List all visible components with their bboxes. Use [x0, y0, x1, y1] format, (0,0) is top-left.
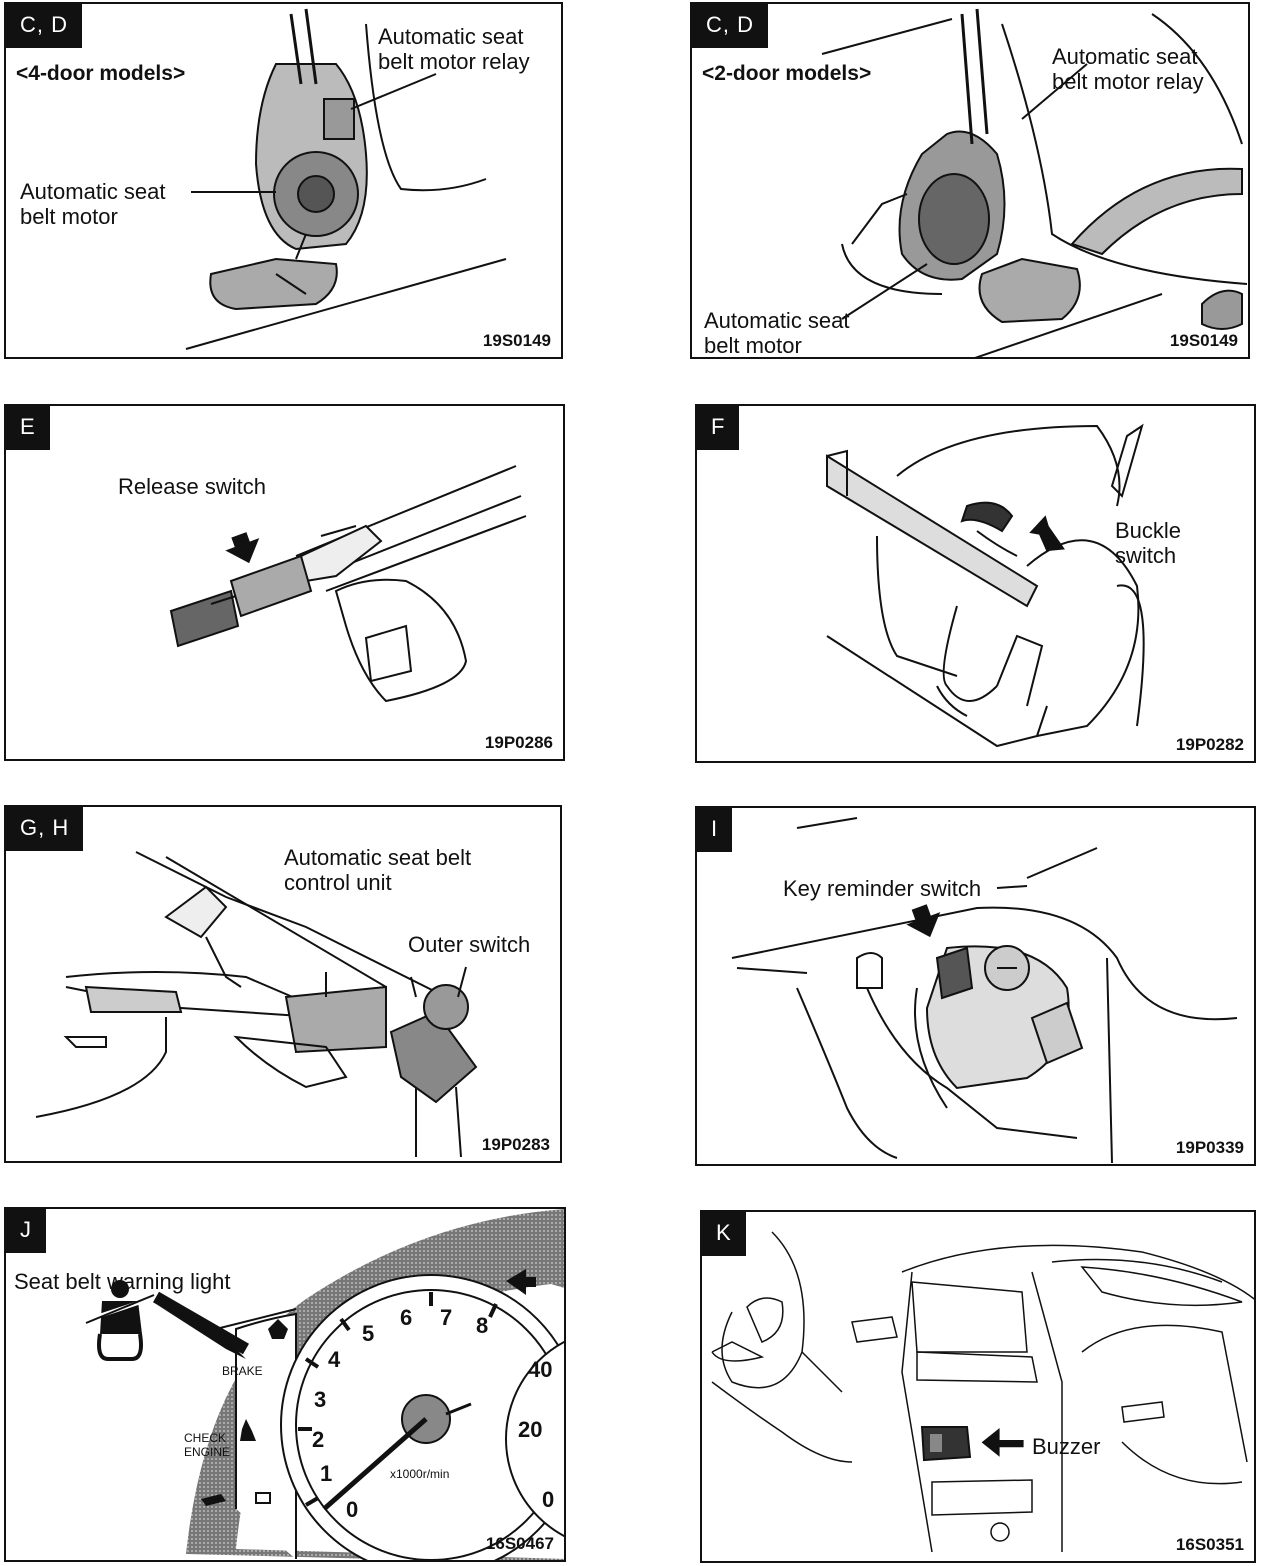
panel-tag: C, D	[6, 4, 82, 48]
tach-tick-1: 1	[320, 1461, 333, 1486]
buzzer-label: Buzzer	[1032, 1434, 1101, 1459]
buckle-switch-illustration	[826, 423, 1145, 748]
figure-code: 19P0339	[1175, 1138, 1244, 1157]
figure-code: 19P0282	[1175, 735, 1244, 754]
release-switch-illustration	[169, 465, 527, 703]
relay-label-line1: Automatic seat	[378, 24, 524, 49]
key-reminder-switch-illustration	[731, 817, 1238, 1164]
figure-panel-cd-2door: C, D <2-door models> Automatic seat belt…	[690, 2, 1250, 359]
panel-subtitle: <2-door models>	[702, 62, 872, 85]
motor-label-line1: Automatic seat	[20, 179, 166, 204]
tach-unit-label: x1000r/min	[390, 1467, 450, 1481]
motor-label-line2: belt motor	[20, 204, 118, 229]
panel-tag: E	[6, 406, 50, 450]
figure-panel-gh: G, H Automatic seat belt control unit Ou…	[4, 805, 562, 1163]
figure-code: 16S0351	[1175, 1535, 1244, 1554]
key-reminder-switch-label: Key reminder switch	[783, 876, 982, 901]
release-switch-label: Release switch	[118, 474, 266, 499]
tach-tick-5: 5	[362, 1321, 375, 1346]
figure-panel-j: J Seat belt warning light BRAKE CHECK EN…	[4, 1207, 566, 1562]
figure-code: 19S0149	[482, 331, 551, 350]
figure-panel-e: E Release switch 19P0286	[4, 404, 565, 761]
relay-label-line1: Automatic seat	[1052, 44, 1198, 69]
check-engine-label-line1: CHECK	[184, 1431, 227, 1445]
seat-belt-motor-2door-illustration	[821, 8, 1248, 357]
tach-tick-2: 2	[312, 1427, 325, 1452]
panel-tag: K	[702, 1212, 746, 1256]
figure-panel-k: K Buzzer 16S0351	[700, 1210, 1256, 1563]
brake-indicator-label: BRAKE	[222, 1364, 263, 1378]
speed-tick-40: 40	[528, 1357, 553, 1382]
figure-code: 19P0283	[481, 1135, 550, 1154]
seat-belt-warning-light-label: Seat belt warning light	[14, 1269, 231, 1294]
tach-tick-0: 0	[346, 1497, 359, 1522]
figure-code: 19S0149	[1169, 331, 1238, 350]
relay-label-line2: belt motor relay	[378, 49, 530, 74]
panel-tag: G, H	[6, 807, 84, 851]
figure-panel-i: I Key reminder switch 19P0339	[695, 806, 1256, 1166]
instrument-cluster-illustration	[85, 1209, 564, 1560]
seat-belt-motor-4door-illustration	[185, 8, 507, 350]
check-engine-label-line2: ENGINE	[184, 1445, 231, 1459]
control-unit-label-line1: Automatic seat belt	[284, 845, 472, 870]
motor-label-line1: Automatic seat	[704, 308, 850, 333]
outer-switch-label: Outer switch	[408, 932, 531, 957]
tach-tick-8: 8	[476, 1313, 489, 1338]
panel-tag: J	[6, 1209, 46, 1253]
speed-tick-0: 0	[542, 1487, 555, 1512]
buckle-switch-label-line1: Buckle	[1115, 518, 1182, 543]
panel-tag: F	[697, 406, 740, 450]
relay-label-line2: belt motor relay	[1052, 69, 1204, 94]
tach-tick-4: 4	[328, 1347, 341, 1372]
panel-tag: I	[697, 808, 733, 852]
buckle-switch-label-line2: switch	[1115, 543, 1177, 568]
motor-label-line2: belt motor	[704, 333, 802, 358]
speed-tick-20: 20	[518, 1417, 543, 1442]
panel-subtitle: <4-door models>	[16, 62, 186, 85]
figure-code: 16S0467	[485, 1534, 554, 1553]
figure-panel-cd-4door: C, D <4-door models> Automatic seat belt…	[4, 2, 563, 359]
buzzer-location-illustration	[711, 1231, 1254, 1553]
panel-tag: C, D	[692, 4, 768, 48]
figure-panel-f: F Buckle switch 19P0282	[695, 404, 1256, 763]
tach-tick-6: 6	[400, 1305, 413, 1330]
control-unit-label-line2: control unit	[284, 870, 392, 895]
figure-code: 19P0286	[484, 733, 553, 752]
tach-tick-3: 3	[314, 1387, 327, 1412]
tach-tick-7: 7	[440, 1305, 453, 1330]
control-unit-outer-switch-illustration	[35, 851, 478, 1158]
